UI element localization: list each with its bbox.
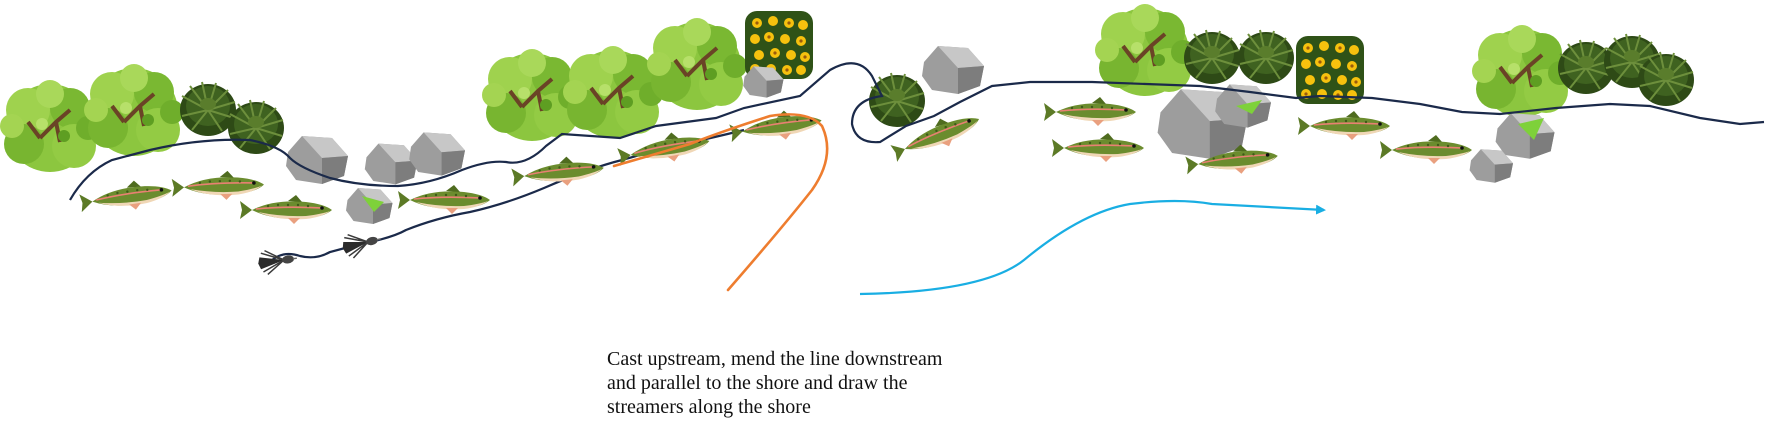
streamer-fly-icon (257, 246, 299, 275)
caption-line-1: Cast upstream, mend the line downstream (607, 347, 1027, 371)
fish-icon (511, 153, 606, 191)
rock-icon (286, 136, 348, 184)
shrub-icon (1472, 25, 1572, 117)
fish-icon (1044, 97, 1136, 126)
caption-line-3: streamers along the shore (607, 395, 1027, 419)
grass-tuft-icon (1184, 30, 1240, 84)
fish-icon (728, 106, 823, 148)
shrub-icon (0, 80, 100, 172)
rock-icon (1496, 113, 1555, 159)
shore-vegetation-middle (482, 11, 984, 141)
streamer-fly-icon (340, 227, 384, 260)
grass-tuft-icon (869, 73, 925, 127)
fish-icon (240, 195, 332, 224)
fish-icon (1298, 111, 1390, 140)
cast-line (614, 114, 827, 290)
flower-bush-icon (1296, 36, 1364, 104)
rock-icon (365, 144, 418, 185)
caption: Cast upstream, mend the line downstream … (607, 347, 1027, 419)
fish-icon (1052, 133, 1144, 162)
rock-icon (346, 188, 393, 224)
shore-vegetation-left (0, 64, 465, 224)
grass-tuft-icon (228, 100, 284, 154)
rock-icon (922, 46, 984, 94)
fish-icon (78, 176, 173, 218)
rock-icon (409, 132, 465, 175)
shrub-icon (647, 18, 747, 110)
fish-icon (172, 170, 265, 202)
grass-tuft-icon (1238, 30, 1294, 84)
drift-arrow (860, 201, 1324, 294)
caption-line-2: and parallel to the shore and draw the (607, 371, 1027, 395)
shrub-icon (84, 64, 184, 156)
fish-icon (1380, 135, 1472, 164)
grass-tuft-icon (180, 82, 236, 136)
shore-vegetation-right (1095, 4, 1694, 183)
